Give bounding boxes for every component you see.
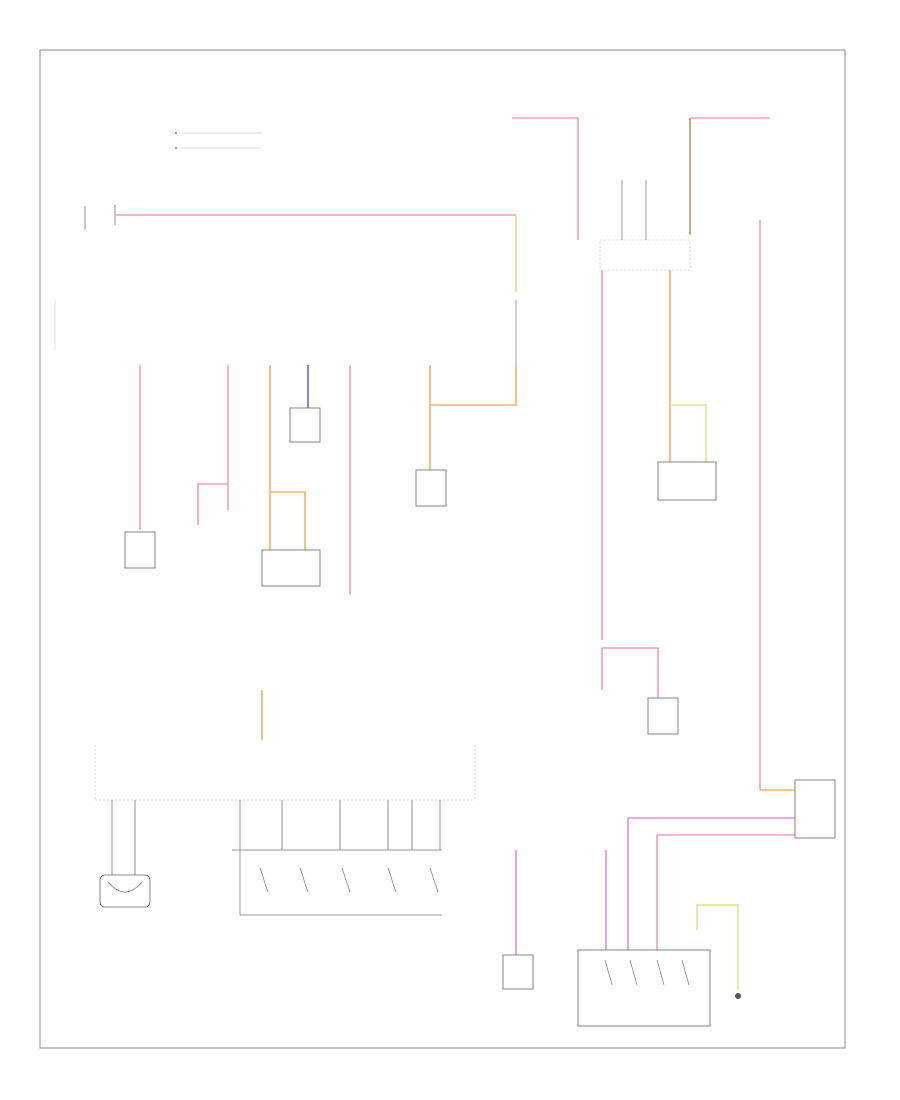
fuse-block-outline bbox=[599, 239, 691, 271]
diagram-frame bbox=[39, 49, 846, 1049]
wire-right-yellow bbox=[670, 404, 707, 462]
wire-fuse-2-branch bbox=[197, 483, 228, 525]
component-center-module bbox=[261, 549, 321, 587]
wire-mid-right-branch bbox=[602, 647, 659, 698]
wire-fuse-3-branch bbox=[270, 491, 306, 550]
component-orange-module bbox=[415, 469, 447, 507]
component-electronic-module bbox=[794, 779, 836, 839]
component-switch-assembly bbox=[577, 949, 711, 1027]
component-right-module bbox=[657, 461, 717, 501]
large-control-module bbox=[94, 745, 476, 875]
fuse-group-left bbox=[139, 300, 517, 595]
component-transmission-symbol bbox=[107, 881, 143, 893]
component-transmission bbox=[99, 874, 151, 908]
switch-assembly-contacts bbox=[604, 959, 690, 986]
switch-bank bbox=[232, 849, 442, 916]
component-blue-module bbox=[289, 407, 321, 443]
legend bbox=[175, 132, 262, 149]
wire-yellow-loop bbox=[696, 904, 739, 990]
component-lower-center bbox=[502, 954, 534, 990]
ground-point bbox=[735, 993, 741, 999]
component-left-1 bbox=[124, 531, 156, 569]
fuse-block-right bbox=[512, 117, 795, 791]
component-mid-right bbox=[647, 697, 679, 735]
wire-fuse-6-link bbox=[430, 365, 517, 406]
